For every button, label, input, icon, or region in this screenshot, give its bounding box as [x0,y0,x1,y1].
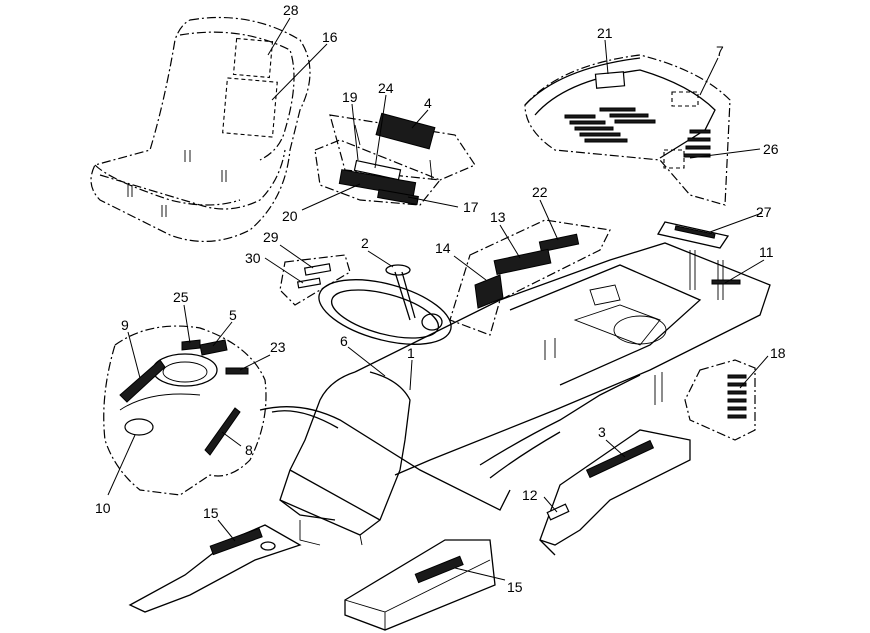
decal-17 [377,189,419,205]
callout-17: 17 [463,199,479,215]
leader-lines [107,17,769,581]
callout-15-bottom: 15 [507,579,523,595]
part-27 [656,221,730,249]
decal-14 [474,274,504,309]
callout-25: 25 [173,289,189,305]
rear-shield [684,359,756,441]
callout-6: 6 [340,333,348,349]
left-footrest [128,524,302,613]
right-footrest [539,429,691,556]
callout-5: 5 [229,307,237,323]
decal-20 [338,169,417,198]
callout-28: 28 [283,2,299,18]
front-pod [103,325,267,496]
decal-25 [181,339,201,351]
shield-vents [727,374,747,419]
decal-28 [232,37,274,79]
callout-1: 1 [407,345,415,361]
seat-pan [314,112,476,206]
callout-21: 21 [597,25,613,41]
callout-15-left: 15 [203,505,219,521]
callout-29: 29 [263,229,279,245]
decal-13 [493,248,552,276]
part-29-30 [279,254,351,306]
decal-8 [204,407,241,456]
callout-10: 10 [95,500,111,516]
callout-2: 2 [361,235,369,251]
bottom-block [344,539,496,631]
decal-4 [375,112,436,150]
decal-24 [353,159,402,181]
decal-30 [296,277,322,289]
callout-26: 26 [763,141,779,157]
callout-18: 18 [770,345,786,361]
callout-11: 11 [759,244,774,260]
decal-9 [119,359,166,403]
decal-16 [222,77,278,138]
hood-vents [564,107,711,158]
callout-3: 3 [598,424,606,440]
seat [90,16,311,242]
chassis-frame [259,242,771,546]
callout-30: 30 [245,250,261,266]
callout-14: 14 [435,240,451,256]
callouts: 28 16 19 24 4 20 17 21 7 26 22 13 27 14 … [95,2,786,595]
callout-24: 24 [378,80,394,96]
decal-21 [594,71,626,89]
decal-12 [546,503,570,521]
decal-22 [538,233,580,253]
callout-16: 16 [322,29,338,45]
decal-3 [585,439,655,479]
callout-23: 23 [270,339,286,355]
console-cover [449,219,611,336]
callout-12: 12 [522,487,538,503]
callout-27: 27 [756,204,772,220]
decal-23 [225,367,249,375]
decal-26 [663,149,685,169]
callout-13: 13 [490,209,506,225]
callout-8: 8 [245,442,253,458]
decal-7 [671,91,699,107]
decal-10 [124,418,154,436]
callout-20: 20 [282,208,298,224]
callout-22: 22 [532,184,548,200]
rear-hood [524,54,731,206]
callout-4: 4 [424,95,432,111]
callout-7: 7 [716,43,724,59]
decal-5 [199,339,228,356]
callout-9: 9 [121,317,129,333]
decal-29 [303,263,332,276]
steering-wheel [318,264,452,345]
callout-19: 19 [342,89,358,105]
